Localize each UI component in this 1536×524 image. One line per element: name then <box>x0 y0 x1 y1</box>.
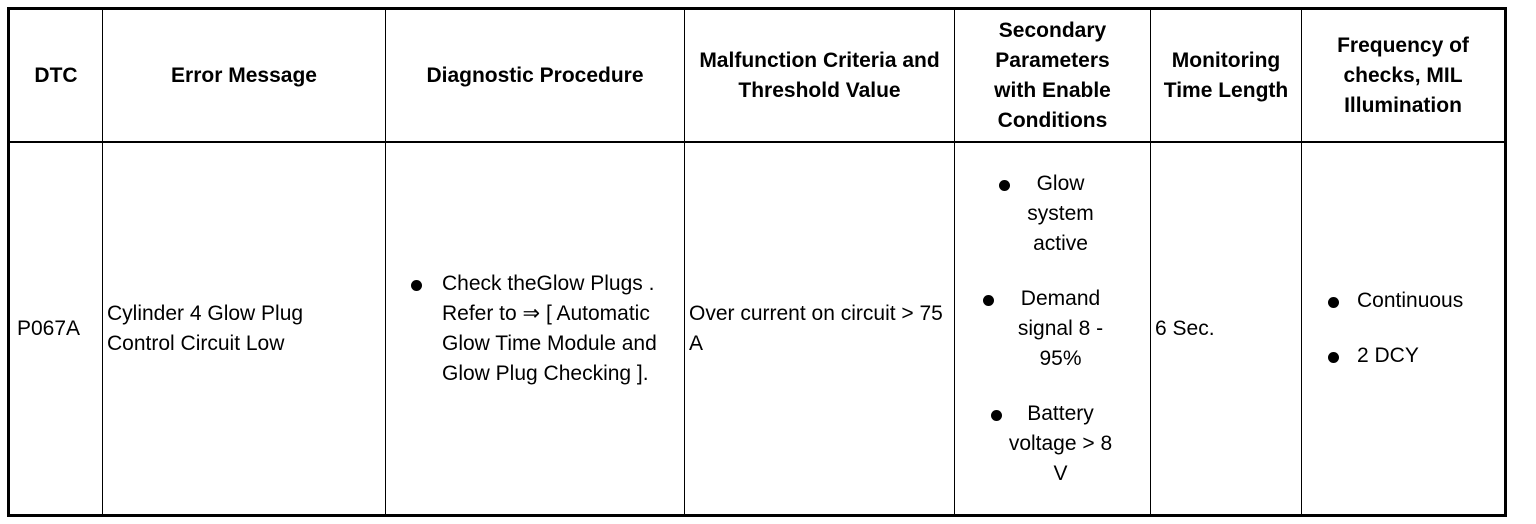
cell-secondary-parameters: Glow system active Demand signal 8 - 95%… <box>955 143 1150 514</box>
bullet-icon <box>982 294 994 306</box>
list-item: Demand signal 8 - 95% <box>982 284 1121 374</box>
header-monitoring-time: Monitoring Time Length <box>1163 48 1289 102</box>
bullet-icon <box>990 409 1002 421</box>
cell-monitoring-time: 6 Sec. <box>1155 316 1215 340</box>
bullet-icon <box>998 179 1010 191</box>
header-dtc: DTC <box>34 63 78 87</box>
list-item: Check theGlow Plugs . Refer to ⇒ [ Autom… <box>411 269 682 389</box>
bullet-icon <box>1328 352 1339 363</box>
list-item: Continuous <box>1328 286 1463 316</box>
bullet-icon <box>1328 297 1339 308</box>
list-item: Battery voltage > 8 V <box>990 399 1121 489</box>
cell-error-message: Cylinder 4 Glow Plug Control Circuit Low <box>107 301 304 355</box>
cell-malfunction-criteria: Over current on circuit > 75 A <box>689 301 943 355</box>
header-error-message: Error Message <box>171 63 317 87</box>
cell-dtc: P067A <box>17 316 81 340</box>
dtc-table: DTC Error Message Diagnostic Procedure M… <box>7 7 1507 517</box>
cell-diagnostic-procedure: Check theGlow Plugs . Refer to ⇒ [ Autom… <box>386 143 684 514</box>
bullet-icon <box>411 279 422 291</box>
header-secondary-parameters: Secondary Parameters with Enable Conditi… <box>994 18 1111 132</box>
header-malfunction-criteria: Malfunction Criteria and Threshold Value <box>699 48 940 102</box>
header-diagnostic-procedure: Diagnostic Procedure <box>426 63 644 87</box>
list-item: 2 DCY <box>1328 341 1463 371</box>
list-item: Glow system active <box>998 169 1121 259</box>
cell-frequency: Continuous 2 DCY <box>1302 143 1504 514</box>
header-frequency: Frequency of checks, MIL Illumination <box>1337 33 1469 117</box>
